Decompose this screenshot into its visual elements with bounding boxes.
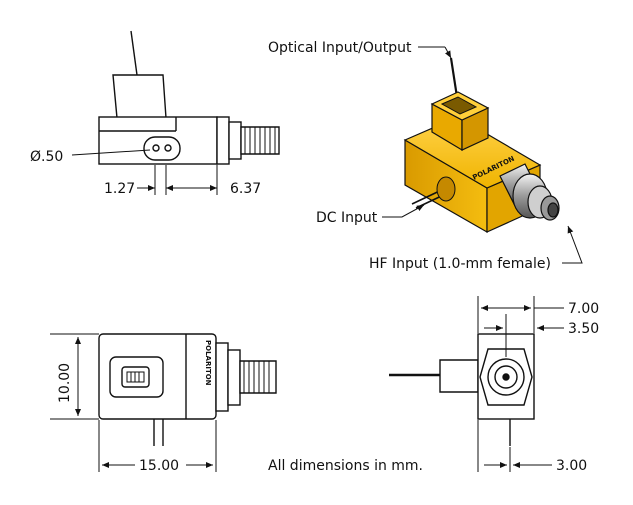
label-dc-input: DC Input xyxy=(316,210,378,226)
fiber-lead xyxy=(130,30,138,76)
optical-leader xyxy=(444,46,452,59)
units-note: All dimensions in mm. xyxy=(268,458,423,474)
top-connector-thread xyxy=(239,360,277,394)
top-view-brand: POLARITON xyxy=(204,340,212,386)
end-fiber-housing xyxy=(439,359,479,393)
end-view xyxy=(389,296,564,472)
fiber-port-opening xyxy=(440,96,478,115)
label-optical-port: Optical Input/Output xyxy=(268,40,412,56)
side-view xyxy=(71,30,280,195)
dim-height: 10.00 xyxy=(57,363,73,403)
dc-leader xyxy=(382,204,425,218)
dim-width: 7.00 xyxy=(568,301,599,317)
dim-offset-right: 6.37 xyxy=(230,181,261,197)
isometric-view: POLARITON xyxy=(382,46,583,264)
hf-connector xyxy=(499,163,560,221)
dc-pin-slot xyxy=(143,136,181,161)
hf-leader xyxy=(562,225,583,264)
connector-flange xyxy=(216,116,230,165)
dim-length: 15.00 xyxy=(139,458,179,474)
diameter-leader xyxy=(71,149,151,156)
dim-pin-offset: 3.00 xyxy=(556,458,587,474)
dim-half-width: 3.50 xyxy=(568,321,599,337)
dim-fiber-diameter: Ø.50 xyxy=(30,149,63,165)
dim-offset-left: 1.27 xyxy=(104,181,135,197)
fiber-housing xyxy=(112,74,167,119)
top-view xyxy=(50,333,277,472)
label-hf-input: HF Input (1.0-mm female) xyxy=(369,256,551,272)
